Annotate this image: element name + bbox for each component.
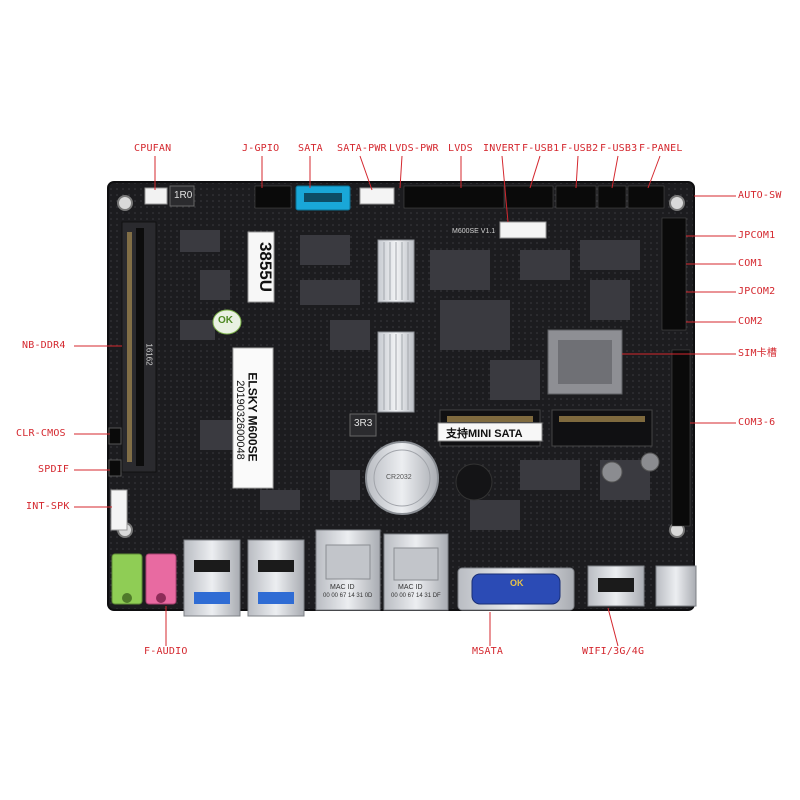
leader-lines (74, 155, 736, 647)
cpu-sticker (247, 231, 275, 303)
cpu-model-text: 3855U (256, 241, 276, 293)
label-lvds: LVDS (448, 143, 473, 154)
label-sim-slot: SIM卡槽 (738, 348, 778, 359)
dc-jack (655, 565, 697, 607)
right-pin-header-upper (661, 217, 687, 331)
inductor-1r0 (169, 185, 195, 207)
label-f-audio: F-AUDIO (144, 646, 188, 657)
mac-value-a: 00 00 67 14 31 0D (323, 593, 373, 599)
smd-components (180, 230, 650, 530)
label-auto-sw: AUTO-SW (738, 190, 782, 201)
label-sata: SATA (298, 143, 323, 154)
audio-jack-green (111, 553, 143, 605)
mac-label-b: MAC ID (398, 584, 423, 591)
ok-sticker (212, 309, 242, 335)
mac-label-a: MAC ID (330, 584, 355, 591)
label-com2: COM2 (738, 316, 763, 327)
sata-pwr-connector (359, 187, 395, 205)
label-spdif: SPDIF (38, 464, 70, 475)
minipcie-slot-b (551, 409, 653, 447)
label-msata: MSATA (472, 646, 504, 657)
buzzer (455, 463, 493, 501)
inductor-1r0-text: 1R0 (174, 190, 193, 201)
ok-sticker-text: OK (218, 315, 233, 326)
battery-text: CR2032 (386, 474, 412, 481)
label-com3-6: COM3-6 (738, 417, 776, 428)
label-jpcom1: JPCOM1 (738, 230, 776, 241)
label-cpufan: CPUFAN (134, 143, 172, 154)
invert-connector (499, 221, 547, 239)
serial-text: 2019032600048 (233, 380, 246, 460)
label-int-spk: INT-SPK (26, 501, 70, 512)
usb3-stack-a (183, 539, 241, 617)
label-jpcom2: JPCOM2 (738, 286, 776, 297)
int-spk-connector (110, 489, 128, 531)
clr-cmos-jumper (108, 427, 122, 445)
capacitor (601, 461, 623, 483)
label-lvds-pwr: LVDS-PWR (389, 143, 439, 154)
cmos-battery (365, 441, 439, 515)
label-j-gpio: J-GPIO (242, 143, 280, 154)
label-clr-cmos: CLR-CMOS (16, 428, 66, 439)
label-f-panel: F-PANEL (639, 143, 683, 154)
capacitor (640, 452, 660, 472)
inductor-3r3-text: 3R3 (354, 418, 373, 429)
serial-label (232, 347, 274, 489)
mini-sata-label (437, 422, 543, 442)
inductor-3r3 (349, 413, 377, 437)
mini-sata-text: 支持MINI SATA (446, 428, 523, 440)
dimm-silk-text: 16162 (144, 343, 154, 366)
label-com1: COM1 (738, 258, 763, 269)
label-invert: INVERT (483, 143, 521, 154)
vga-sticker-text: OK (510, 578, 524, 588)
cpufan-connector (144, 187, 168, 205)
label-f-usb3: F-USB3 (600, 143, 638, 154)
right-pin-header-lower (671, 349, 691, 527)
mount-hole (669, 195, 685, 211)
label-nb-ddr4: NB-DDR4 (22, 340, 66, 351)
model-silk-text: M600SE V1.1 (452, 228, 496, 235)
mac-value-b: 00 00 67 14 31 DF (391, 593, 441, 599)
label-f-usb1: F-USB1 (522, 143, 560, 154)
spdif-header (108, 459, 122, 477)
mount-hole (117, 195, 133, 211)
usb3-stack-b (247, 539, 305, 617)
brand-line-text: ELSKY M600SE (245, 372, 260, 462)
audio-jack-pink (145, 553, 177, 605)
label-wifi-3g-4g: WIFI/3G/4G (582, 646, 645, 657)
label-f-usb2: F-USB2 (561, 143, 599, 154)
label-sata-pwr: SATA-PWR (337, 143, 387, 154)
top-pin-headers (254, 185, 665, 209)
